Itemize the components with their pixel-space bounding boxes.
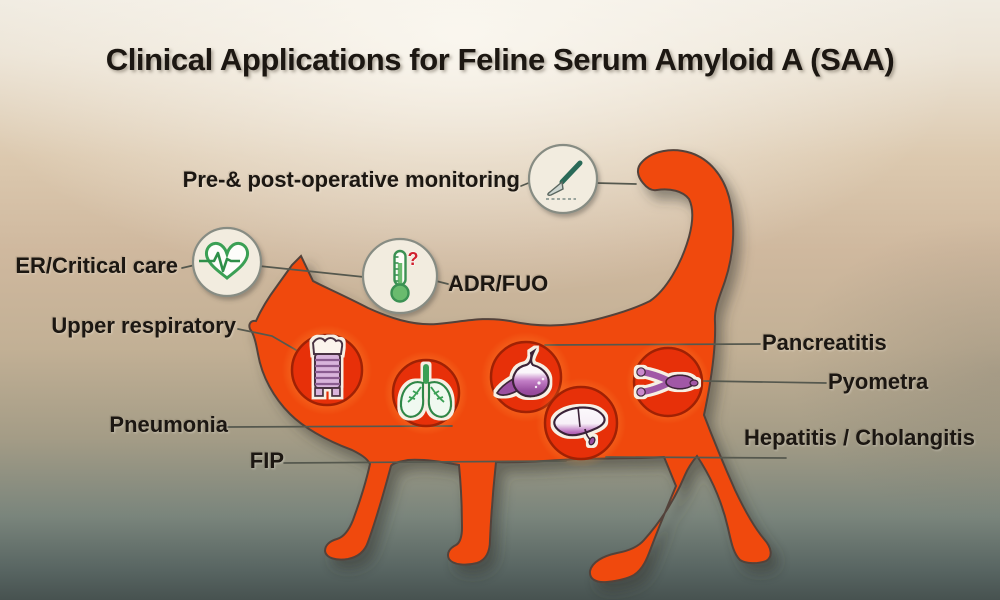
connector-adr-label bbox=[435, 280, 449, 285]
organ-marker-upper-respiratory bbox=[282, 325, 372, 415]
procedure-markers: ? bbox=[191, 143, 599, 315]
scalpel-icon bbox=[546, 160, 583, 200]
label-pneumonia: Pneumonia bbox=[109, 412, 228, 437]
organ-marker-pancreatitis bbox=[481, 332, 571, 422]
connector-preop-tail bbox=[595, 182, 637, 185]
organ-markers bbox=[282, 325, 710, 468]
page-title: Clinical Applications for Feline Serum A… bbox=[105, 42, 895, 77]
label-er-critical-care: ER/Critical care bbox=[15, 253, 178, 278]
marker-er bbox=[191, 226, 263, 298]
label-preop: Pre-& post-operative monitoring bbox=[182, 167, 520, 192]
marker-preop bbox=[527, 143, 599, 215]
heart-ekg-icon bbox=[199, 241, 250, 280]
organ-marker-pneumonia bbox=[384, 351, 468, 435]
label-pyometra: Pyometra bbox=[828, 369, 929, 394]
label-hepatitis-cholangitis: Hepatitis / Cholangitis bbox=[744, 425, 976, 450]
uterus-icon bbox=[636, 367, 699, 397]
question-mark-icon: ? bbox=[408, 249, 419, 269]
connector-er-to-thermometer bbox=[258, 265, 365, 278]
organ-marker-pyometra bbox=[626, 340, 710, 424]
thermometer-icon: ? bbox=[390, 249, 419, 303]
lungs-icon bbox=[399, 364, 453, 418]
marker-adr: ? bbox=[361, 237, 439, 315]
label-fip: FIP bbox=[249, 448, 284, 473]
label-pancreatitis: Pancreatitis bbox=[762, 330, 887, 355]
connector-hepatitis bbox=[605, 456, 787, 459]
organ-marker-hepatitis bbox=[536, 378, 626, 468]
label-adr-fuo: ADR/FUO bbox=[448, 271, 549, 296]
connector-upper-respiratory bbox=[237, 328, 297, 351]
connector-fip bbox=[283, 460, 567, 464]
liver-icon bbox=[553, 406, 606, 446]
stomach-pancreas-icon bbox=[495, 347, 550, 398]
connector-pyometra bbox=[702, 380, 827, 384]
trachea-icon bbox=[311, 337, 344, 397]
label-upper-respiratory: Upper respiratory bbox=[51, 313, 236, 338]
